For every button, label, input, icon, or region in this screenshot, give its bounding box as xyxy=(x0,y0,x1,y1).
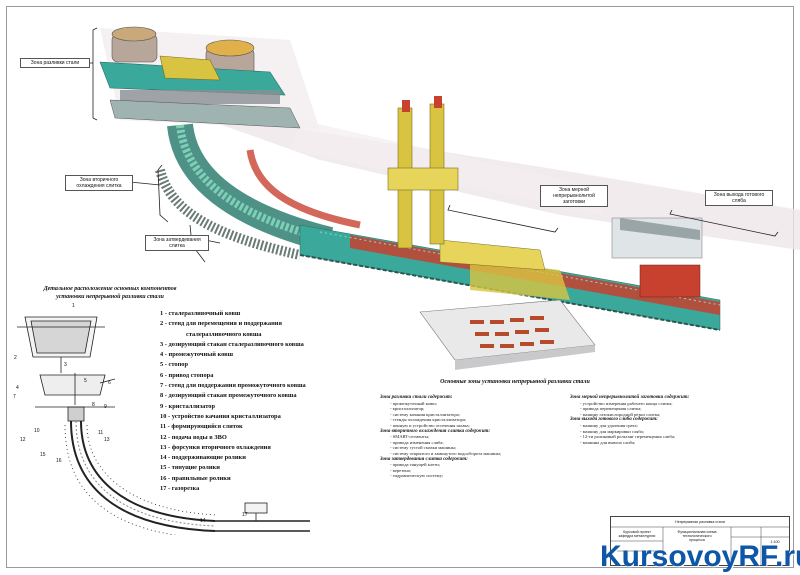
section-item: - гидравлическую систему; xyxy=(390,473,444,479)
legend-item: 3 - дозирующий стакан сталеразливочного … xyxy=(160,340,304,348)
part-number-5: 5 xyxy=(84,378,87,384)
title-block: Непрерывная разливка стали Курсовой прое… xyxy=(610,516,790,566)
legend-item: 9 - кристаллизатор xyxy=(160,402,215,410)
section-schematic xyxy=(17,316,310,535)
section-item: - систему качания кристаллизатора; xyxy=(390,411,460,417)
legend-item: 10 - устройство качания кристаллизатора xyxy=(160,412,281,420)
yellow-gantry xyxy=(387,96,459,249)
site-watermark[interactable]: KursovoyRF.ru xyxy=(600,540,800,573)
slab-pit xyxy=(419,299,596,370)
section-item: - привода тянущей клети; xyxy=(390,462,441,468)
legend-item: 8 - дозирующий стакан промежуточного ков… xyxy=(160,392,297,400)
part-number-4: 4 xyxy=(16,385,19,391)
section-item: - устройство измерения рабочего конца сл… xyxy=(580,400,673,406)
legend-item: 7 - стенд для поддержания проможуточного… xyxy=(160,382,306,390)
legend-item: 5 - стопор xyxy=(160,361,189,369)
section-item: - привода перемещения слитка; xyxy=(580,406,642,412)
title-block-grid xyxy=(611,526,789,565)
section-item: - машину газокислородной резки слитка; xyxy=(580,411,661,417)
zone-label-finished-slab: Зона выхода готового сляба xyxy=(705,190,773,206)
title-block-left-cell: Курсовой проект кафедра металлургии xyxy=(618,530,656,538)
legend-item: 2 - стенд для перемещения и поддержания xyxy=(160,320,282,328)
legend-item: 17 - газорезка xyxy=(160,485,200,493)
section-item: - стенды охлаждения кристаллизатора; xyxy=(390,417,467,423)
zone-brackets xyxy=(88,27,779,263)
section-item: - кристаллизатор; xyxy=(390,406,425,412)
section-item: - SMART-сегменты; xyxy=(390,434,430,440)
legend-item: 1 - сталеразливочный ковш xyxy=(160,310,241,317)
part-number-8: 8 xyxy=(92,402,95,408)
parts-legend: 1 - сталеразливочный ковш 2 - стенд для … xyxy=(160,309,370,494)
main-zones-caption: Основные зоны установки непрерывной разл… xyxy=(440,379,590,385)
section-item: - пенную и устройство отсечения шлака; xyxy=(390,422,470,428)
legend-item: 16 - правильные ролики xyxy=(160,474,231,482)
curved-strand xyxy=(155,123,361,260)
legend-item: 6 - привод стопора xyxy=(160,371,214,379)
section-item: - систему густой смазки машины; xyxy=(390,445,457,451)
legend-item: сталеразливочного ковша xyxy=(186,330,262,338)
legend-item: 12 - подача воды в ЗВО xyxy=(160,433,227,441)
section-title: Зона мерной непрерывнолитой заготовки со… xyxy=(570,395,690,400)
section-item: - веретено; xyxy=(390,467,412,473)
part-number-7: 7 xyxy=(13,394,16,400)
part-number-6: 6 xyxy=(108,380,111,386)
title-block-scale: 1:100 xyxy=(770,540,780,544)
section-title: Зона выхода готового слиба содержит: xyxy=(570,417,658,423)
section-title: Зона затвердевания слитка содержит: xyxy=(380,456,468,462)
part-number-13: 13 xyxy=(104,437,110,443)
title-block-mid-cell: Функциональная схема технологического пр… xyxy=(677,530,717,542)
section-title: Зона разливки стали содержит: xyxy=(380,395,453,400)
part-number-15: 15 xyxy=(40,452,46,458)
legend-item: 11 - формирующийся слиток xyxy=(160,423,243,431)
section-title: Зона вторичного охлаждения слитка содерж… xyxy=(380,428,491,434)
ladle-turret xyxy=(99,26,301,129)
section-item: - машину для маркировки сляба; xyxy=(580,428,644,434)
part-number-9: 9 xyxy=(104,404,107,410)
zone-label-solidification: Зона затвердевания слитка xyxy=(145,235,209,251)
section-first-cut: Зона мерной непрерывнолитой заготовки со… xyxy=(570,395,750,445)
section-item: - машину для удаления грата; xyxy=(580,422,638,428)
part-number-10: 10 xyxy=(34,428,40,434)
section-item: - привода изменения сляба; xyxy=(390,439,444,445)
part-number-14: 14 xyxy=(200,518,206,524)
section-item: - машины для вывоза слиба; xyxy=(580,439,636,445)
detail-caption: Детальное расположение основных компонен… xyxy=(43,286,177,300)
zone-label-secondary-cooling: Зона вторичного охлаждения слитка xyxy=(65,175,133,191)
part-number-3: 3 xyxy=(64,362,67,368)
title-block-doc-title: Непрерывная разливка стали xyxy=(675,520,725,524)
legend-item: 14 - поддерживающие ролики xyxy=(160,454,246,462)
part-number-17: 17 xyxy=(242,512,248,518)
drawing-frame xyxy=(6,6,794,568)
legend-item: 15 - тянущие ролики xyxy=(160,464,220,472)
zone-label-casting: Зона разливки стали xyxy=(20,58,90,68)
slab-crane xyxy=(611,217,703,298)
legend-item: 13 - форсунки вторичного охлаждения xyxy=(160,443,271,451)
part-number-16: 16 xyxy=(56,458,62,464)
roller-table xyxy=(299,224,721,331)
section-item: - промежуточный ковш; xyxy=(390,400,437,406)
section-casting: Зона разливки стали содержит: - промежут… xyxy=(380,395,570,479)
zone-label-first-cut: Зона мерной непрерывнолитой заготовки xyxy=(540,185,608,207)
legend-item: 4 - промежуточный ковш xyxy=(160,351,233,359)
part-number-2: 2 xyxy=(14,355,17,361)
part-number-12: 12 xyxy=(20,437,26,443)
section-item: - 12-ти роликовый рольганг перемещения с… xyxy=(580,434,676,440)
section-item: - систему открытого и замкнутого водообо… xyxy=(390,450,502,456)
part-number-1: 1 xyxy=(72,303,75,309)
part-number-11: 11 xyxy=(98,430,104,436)
